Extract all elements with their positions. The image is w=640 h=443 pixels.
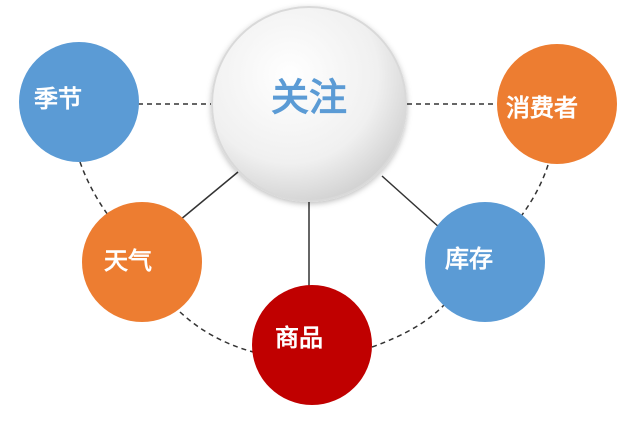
dashed-connectors bbox=[79, 103, 549, 353]
node-season-label: 季节 bbox=[34, 85, 82, 113]
connector-product-stock bbox=[371, 304, 445, 348]
node-stock-label: 库存 bbox=[445, 245, 493, 273]
node-season: 季节 bbox=[19, 42, 139, 162]
node-weather: 天气 bbox=[82, 202, 202, 322]
node-consumer: 消费者 bbox=[497, 44, 617, 164]
center-node: 关注 bbox=[211, 6, 407, 202]
connector-weather-product bbox=[179, 311, 254, 353]
connector-center-weather bbox=[179, 171, 239, 221]
center-label: 关注 bbox=[271, 76, 347, 120]
connector-season-weather bbox=[79, 161, 109, 216]
connector-center-stock bbox=[381, 175, 441, 229]
node-product: 商品 bbox=[252, 285, 372, 405]
node-consumer-label: 消费者 bbox=[506, 94, 578, 122]
connector-consumer-stock bbox=[521, 164, 549, 216]
node-stock: 库存 bbox=[425, 202, 545, 322]
solid-connectors bbox=[179, 171, 441, 288]
node-product-label: 商品 bbox=[275, 324, 323, 352]
node-weather-label: 天气 bbox=[104, 247, 152, 275]
